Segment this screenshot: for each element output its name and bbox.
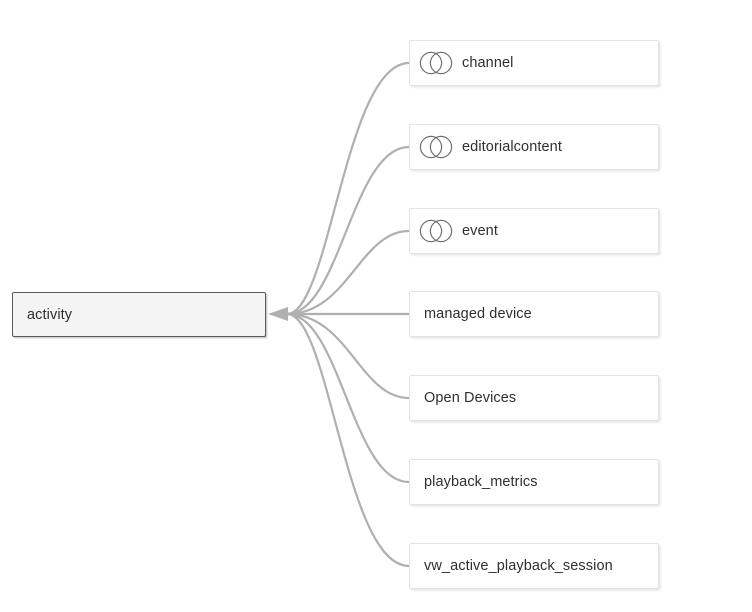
child-node-managed-device[interactable]: managed device <box>409 291 659 337</box>
child-node-editorialcontent[interactable]: editorialcontent <box>409 124 659 170</box>
child-node-label: managed device <box>424 306 532 322</box>
child-node-label: playback_metrics <box>424 474 538 490</box>
child-node-vw-active-playback-session[interactable]: vw_active_playback_session <box>409 543 659 589</box>
child-node-label: Open Devices <box>424 390 517 406</box>
edge-to-editorialcontent <box>285 145 411 316</box>
child-node-channel[interactable]: channel <box>409 40 659 86</box>
child-node-label: event <box>462 223 498 239</box>
edge-to-open-devices <box>285 312 411 400</box>
venn-circles-icon <box>419 135 453 159</box>
root-node-label: activity <box>27 306 73 323</box>
edge-to-playback-metrics <box>285 312 411 484</box>
child-node-label: editorialcontent <box>462 139 562 155</box>
child-node-label: channel <box>462 55 514 71</box>
root-node-activity[interactable]: activity <box>12 292 266 337</box>
edge-to-vw-active-playback-session <box>285 312 411 568</box>
child-node-playback-metrics[interactable]: playback_metrics <box>409 459 659 505</box>
edge-to-channel <box>285 61 411 316</box>
venn-circles-icon <box>419 51 453 75</box>
child-node-open-devices[interactable]: Open Devices <box>409 375 659 421</box>
edge-arrowhead <box>268 307 288 321</box>
child-node-event[interactable]: event <box>409 208 659 254</box>
child-node-label: vw_active_playback_session <box>424 558 613 574</box>
edge-to-event <box>285 229 411 316</box>
venn-circles-icon <box>419 219 453 243</box>
